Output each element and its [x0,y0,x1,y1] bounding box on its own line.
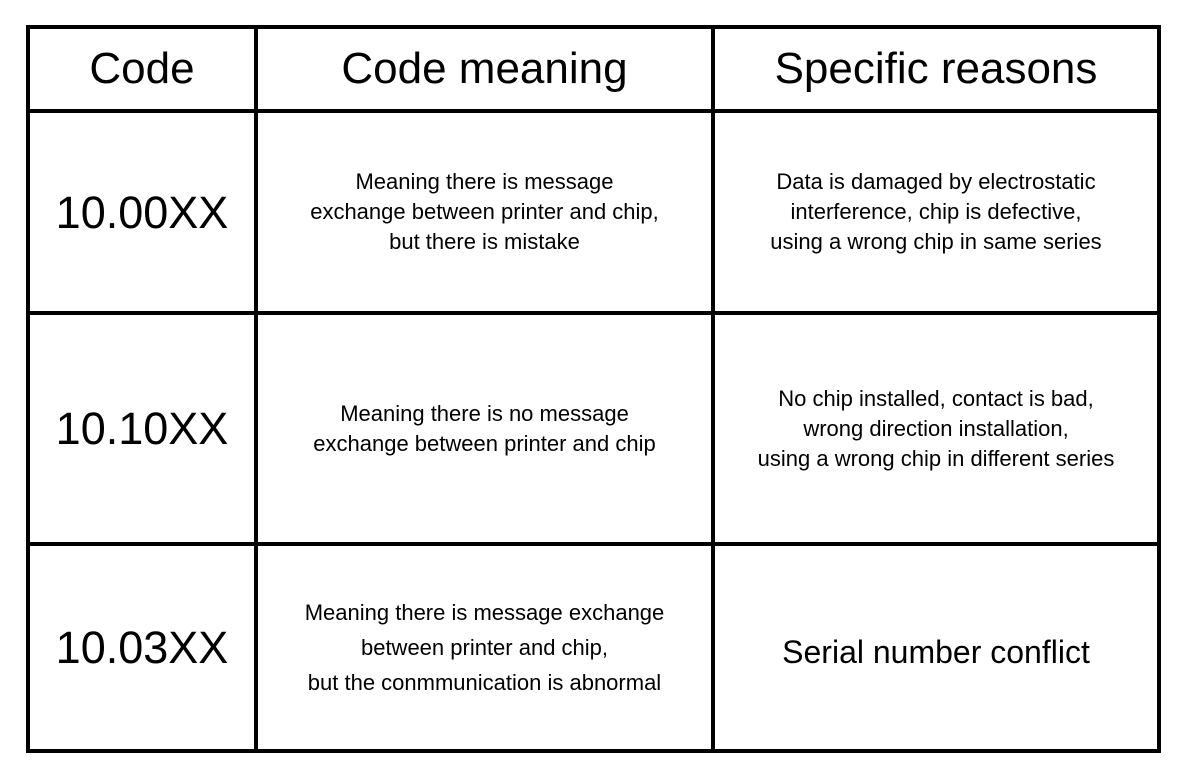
row-3-meaning-line: but the conmmunication is abnormal [307,670,662,695]
row-2-reason-line: No chip installed, contact is bad, [778,385,1094,411]
row-1-code-cell: 10.00XX [30,113,258,315]
row-1-reason-line: using a wrong chip in same series [770,229,1102,254]
row-3-reasons: Serial number conflict [782,628,1090,668]
row-2-meaning: Meaning there is no message exchange bet… [313,399,655,459]
row-1-reasons: Data is damaged by electrostatic interfe… [770,167,1101,257]
row-1-meaning: Meaning there is message exchange betwee… [310,167,659,257]
row-3-code-cell: 10.03XX [30,546,258,749]
row-3-meaning-cell: Meaning there is message exchange betwee… [258,546,715,749]
row-2-meaning-cell: Meaning there is no message exchange bet… [258,315,715,546]
row-2-reason-line: using a wrong chip in different series [757,445,1115,471]
header-reasons-label: Specific reasons [774,44,1098,93]
error-code-table: Code Code meaning Specific reasons 10.00… [26,25,1161,753]
row-1-meaning-line: exchange between printer and chip, [310,199,659,224]
header-meaning-label: Code meaning [341,44,628,93]
row-2-reasons: No chip installed, contact is bad, wrong… [758,384,1115,474]
header-cell-meaning: Code meaning [258,29,715,113]
row-2-meaning-line: exchange between printer and chip [313,430,656,456]
row-3-meaning-line: Meaning there is message exchange [304,600,665,625]
row-1-meaning-line: but there is mistake [389,229,580,254]
row-1-reasons-cell: Data is damaged by electrostatic interfe… [715,113,1157,315]
row-2-reason-line: wrong direction installation, [803,415,1069,441]
row-3-meaning-line: between printer and chip, [360,635,609,660]
header-code-label: Code [89,44,195,93]
header-cell-reasons: Specific reasons [715,29,1157,113]
row-1-code: 10.00XX [55,186,229,238]
row-3-reasons-cell: Serial number conflict [715,546,1157,749]
row-2-reasons-cell: No chip installed, contact is bad, wrong… [715,315,1157,546]
row-2-code-cell: 10.10XX [30,315,258,546]
row-1-reason-line: Data is damaged by electrostatic [776,169,1096,194]
header-cell-code: Code [30,29,258,113]
row-2-meaning-line: Meaning there is no message [340,400,629,426]
row-3-code: 10.03XX [55,622,229,673]
row-1-meaning-line: Meaning there is message [355,169,614,194]
row-3-reason-line: Serial number conflict [782,633,1090,670]
row-1-meaning-cell: Meaning there is message exchange betwee… [258,113,715,315]
row-1-reason-line: interference, chip is defective, [790,199,1082,224]
row-2-code: 10.10XX [55,403,229,454]
row-3-meaning: Meaning there is message exchange betwee… [305,595,665,700]
